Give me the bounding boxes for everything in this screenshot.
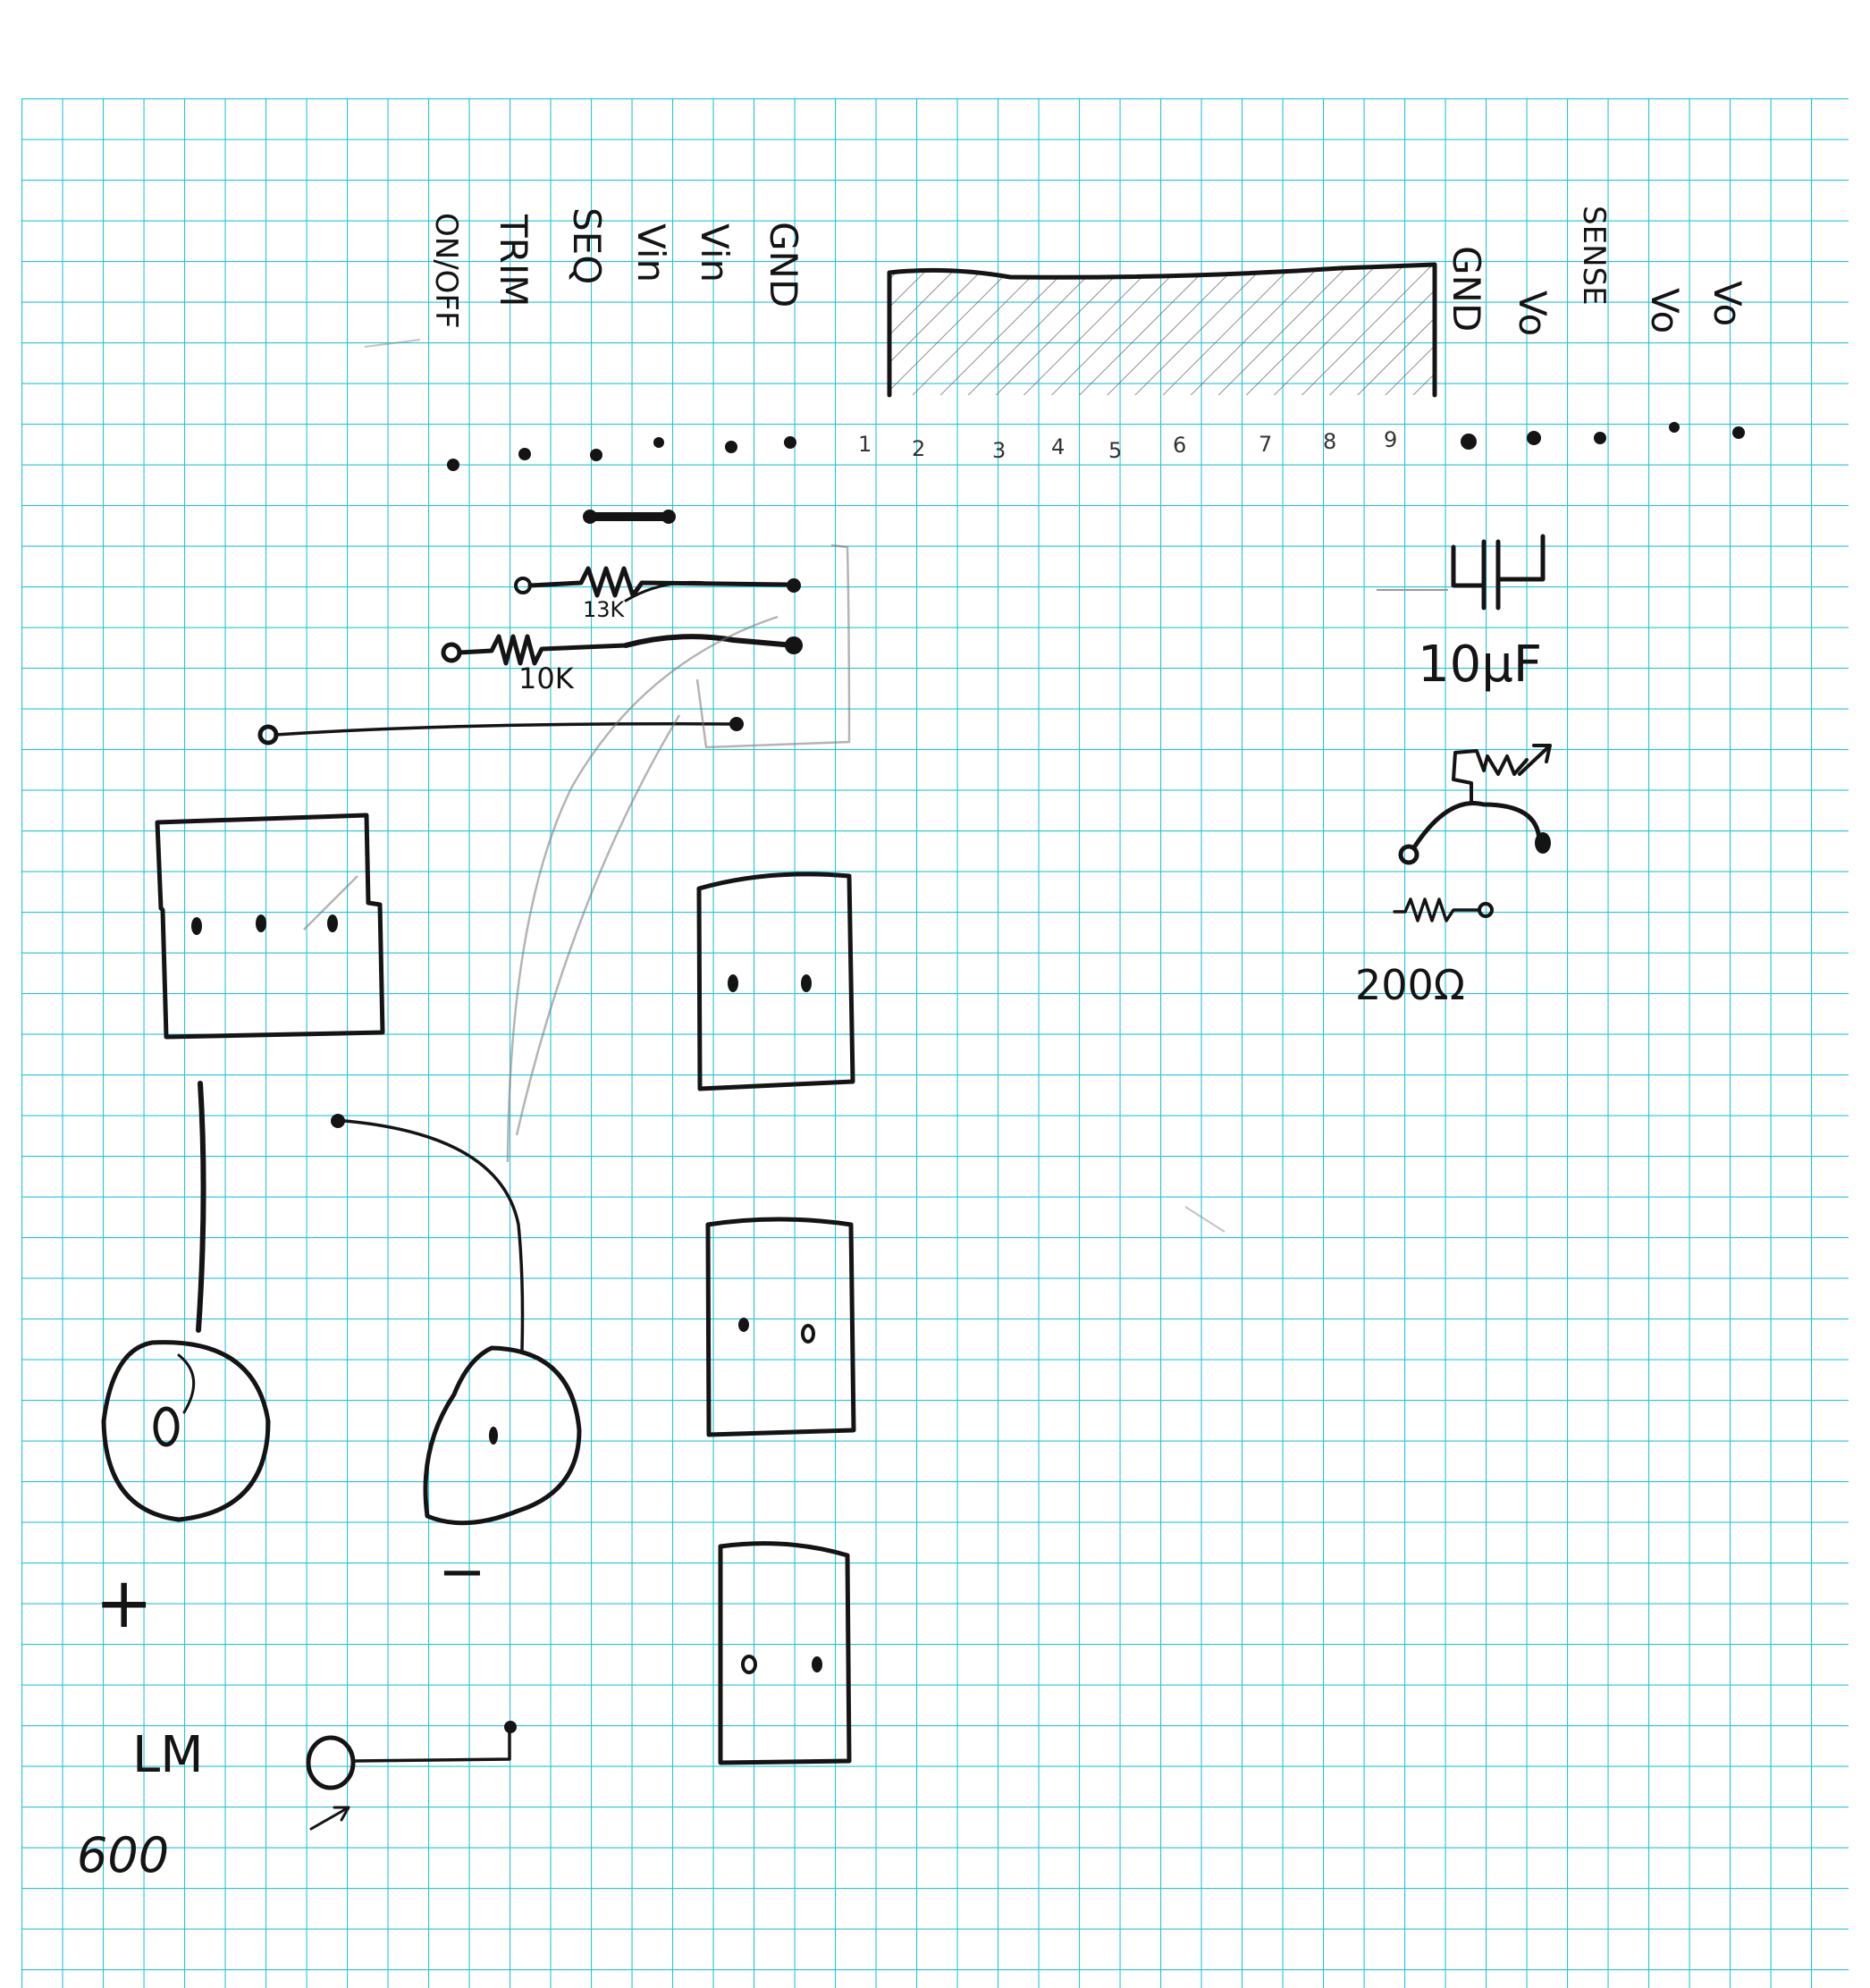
stray-marks (364, 339, 1226, 1233)
jumper-wire (583, 510, 676, 524)
pencil-outline (303, 543, 851, 1163)
plus-terminal-label: + (95, 1563, 153, 1644)
label-vo-1: Vo (1511, 291, 1554, 336)
pad-trim (518, 448, 531, 460)
potentiometer (1398, 744, 1552, 865)
pad-vo-1 (1527, 431, 1541, 445)
pin-number: 5 (1108, 438, 1122, 463)
led-part-label: LM (132, 1726, 204, 1784)
label-vo-2: Vo (1643, 288, 1687, 333)
pin-numbers: 1 2 3 4 5 6 7 8 9 (858, 427, 1397, 463)
module-body (887, 262, 1437, 398)
label-vin-2: Vin (693, 223, 737, 282)
led-value-label: 600 (77, 1827, 169, 1883)
pin-number: 8 (1323, 429, 1336, 454)
pad-vin-1 (653, 437, 664, 448)
label-sense: SENSE (1576, 206, 1612, 306)
pad-vin-2 (725, 441, 737, 453)
led-indicator: LM 600 (77, 1721, 517, 1883)
label-vo-3: Vo (1706, 281, 1749, 326)
resistor-200-label: 200Ω (1355, 961, 1465, 1009)
pin-number: 9 (1384, 427, 1397, 452)
two-pin-connector-1 (696, 872, 855, 1091)
label-trim: TRIM (492, 214, 535, 307)
pad-gnd-right (1461, 434, 1477, 450)
capacitor-10uf: 10μF (1377, 534, 1546, 694)
pin-number: 7 (1259, 432, 1272, 457)
binding-post-minus: − (331, 1114, 582, 1605)
capacitor-value-label: 10μF (1418, 636, 1542, 694)
resistor-13k: 13K (514, 566, 801, 622)
resistor-13k-label: 13K (583, 597, 626, 622)
pad-on-off (447, 459, 459, 471)
pin-number: 2 (912, 436, 925, 461)
header-labels: ON/OFF TRIM SEQ Vin Vin GND GND Vo SENSE… (428, 206, 1749, 336)
resistor-10k-label: 10K (518, 661, 575, 695)
pin-number: 6 (1173, 433, 1186, 458)
two-pin-connector-3 (718, 1541, 852, 1765)
resistor-10k: 10K (441, 634, 803, 695)
header-pads (447, 422, 1745, 471)
pin-number: 3 (992, 438, 1006, 463)
label-on-off: ON/OFF (428, 213, 464, 329)
pad-gnd-left (784, 436, 796, 449)
minus-terminal-label: − (438, 1539, 486, 1605)
resistor-200: 200Ω (1355, 897, 1494, 1009)
three-pin-connector (155, 813, 385, 1040)
label-gnd-left: GND (762, 222, 805, 307)
pin-number: 4 (1051, 434, 1065, 459)
label-gnd-right: GND (1445, 246, 1488, 332)
label-vin-1: Vin (629, 223, 673, 282)
pad-vo-3 (1732, 426, 1745, 439)
binding-post-plus: + (95, 1081, 271, 1644)
wire-row (257, 717, 744, 746)
graph-grid (21, 98, 1849, 1988)
pad-sense (1594, 432, 1606, 444)
pad-seq (590, 449, 602, 461)
label-seq: SEQ (565, 207, 609, 284)
two-pin-connector-2 (705, 1217, 856, 1437)
pin-number: 1 (858, 432, 872, 457)
pad-vo-2 (1669, 422, 1680, 433)
